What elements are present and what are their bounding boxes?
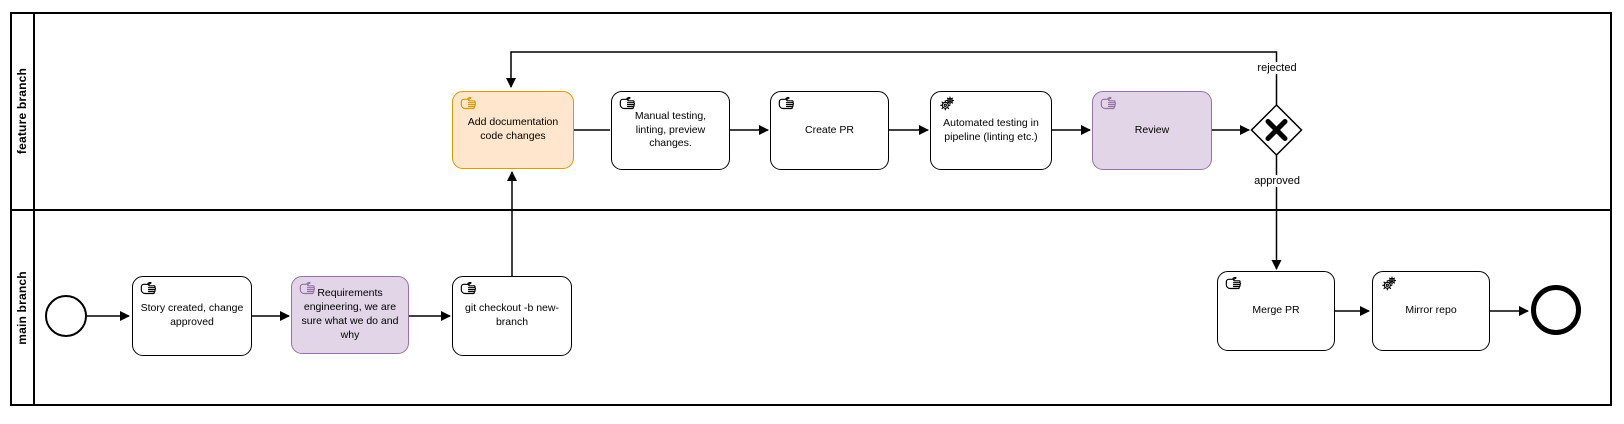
manual-task-hand-icon bbox=[619, 96, 636, 110]
task-label: Requirements engineering, we are sure wh… bbox=[301, 287, 399, 341]
task-automated-testing: Automated testing in pipeline (linting e… bbox=[930, 91, 1052, 170]
task-label: Merge PR bbox=[1252, 304, 1300, 317]
manual-task-hand-icon bbox=[140, 281, 157, 295]
task-story-created: Story created, change approved bbox=[132, 276, 252, 356]
task-label: Automated testing in pipeline (linting e… bbox=[943, 116, 1039, 143]
manual-task-hand-icon bbox=[1225, 276, 1242, 290]
edge-label-rejected: rejected bbox=[1254, 62, 1300, 74]
task-label: Create PR bbox=[804, 123, 855, 136]
task-label: Mirror repo bbox=[1405, 304, 1457, 317]
lane-divider bbox=[10, 209, 1612, 211]
task-manual-testing: Manual testing, linting, preview changes… bbox=[611, 91, 730, 170]
lane-label-main-branch: main branch bbox=[15, 271, 29, 345]
task-add-documentation: Add documentation code changes bbox=[452, 91, 574, 169]
start-event bbox=[45, 295, 87, 337]
task-label: Review bbox=[1134, 123, 1170, 136]
task-label: git checkout -b new- branch bbox=[465, 302, 559, 328]
task-mirror-repo: Mirror repo bbox=[1372, 271, 1490, 351]
manual-task-hand-icon bbox=[299, 281, 316, 295]
task-label: Manual testing, linting, preview changes… bbox=[634, 109, 707, 150]
task-label: Story created, change approved bbox=[140, 302, 244, 328]
task-requirements-engineering: Requirements engineering, we are sure wh… bbox=[291, 276, 409, 354]
task-merge-pr: Merge PR bbox=[1217, 271, 1335, 351]
task-review: Review bbox=[1092, 91, 1212, 170]
edge-label-approved: approved bbox=[1251, 175, 1303, 187]
manual-task-hand-icon bbox=[460, 281, 477, 295]
task-git-checkout: git checkout -b new- branch bbox=[452, 276, 572, 356]
task-label: Add documentation code changes bbox=[467, 116, 559, 142]
end-event bbox=[1531, 285, 1581, 335]
task-create-pr: Create PR bbox=[770, 91, 889, 170]
service-task-gears-icon bbox=[940, 96, 955, 111]
service-task-gears-icon bbox=[1382, 276, 1397, 291]
manual-task-hand-icon bbox=[1100, 96, 1117, 110]
lane-label-feature-branch: feature branch bbox=[15, 67, 29, 155]
manual-task-hand-icon bbox=[460, 96, 477, 110]
manual-task-hand-icon bbox=[778, 96, 795, 110]
